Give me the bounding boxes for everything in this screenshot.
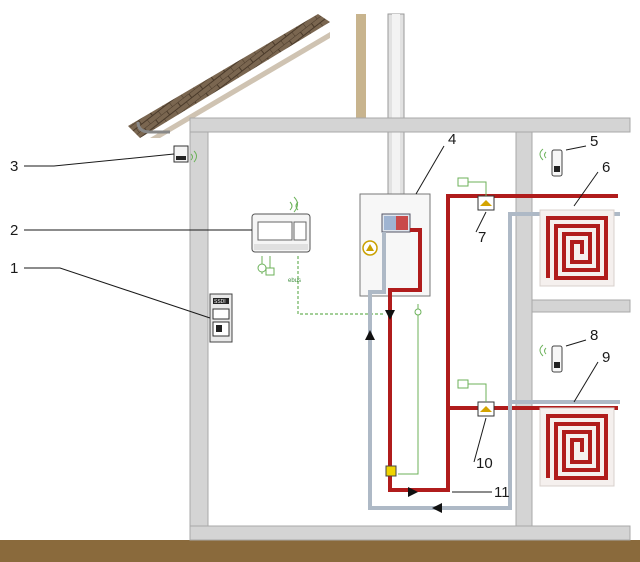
room-thermostat-upper (539, 148, 563, 177)
valve-icon (480, 406, 492, 412)
floor-loop-lower (539, 407, 615, 487)
sensor-icon (257, 263, 267, 273)
antenna-icon (539, 148, 547, 161)
callout-10: 10 (476, 455, 493, 472)
return-pipes (368, 212, 620, 510)
bus-cable (297, 256, 384, 315)
antenna-icon (289, 196, 299, 213)
flue-pipe (356, 13, 405, 195)
room-thermostat-lower (539, 344, 563, 373)
valve-icon (480, 200, 492, 206)
roof (128, 14, 330, 138)
callout-6: 6 (602, 159, 610, 176)
sensor-icon (265, 267, 275, 276)
callout-2: 2 (10, 222, 18, 239)
ground (0, 540, 640, 562)
bus-label: ebus (288, 278, 301, 284)
leader-lines (24, 145, 599, 493)
sensor-icon (385, 465, 397, 477)
flow-arrow-icon (365, 310, 442, 513)
zone-valve-lower (457, 379, 495, 417)
callout-8: 8 (590, 327, 598, 344)
callout-5: 5 (590, 133, 598, 150)
callout-7: 7 (478, 229, 486, 246)
antenna-icon (190, 150, 197, 163)
callout-3: 3 (10, 158, 18, 175)
antenna-icon (539, 344, 547, 357)
house-walls (189, 117, 631, 541)
zone-valve-upper (457, 177, 495, 211)
callout-9: 9 (602, 349, 610, 366)
sensor-wire (398, 304, 419, 475)
electrical-panel: SSDI (209, 293, 233, 343)
controller: ebus (251, 196, 384, 315)
panel-label: SSDI (214, 299, 226, 305)
callout-1: 1 (10, 260, 18, 277)
outdoor-sensor (173, 145, 197, 163)
floor-loop-upper (539, 209, 615, 287)
callout-11: 11 (494, 484, 510, 501)
callout-4: 4 (448, 131, 456, 148)
